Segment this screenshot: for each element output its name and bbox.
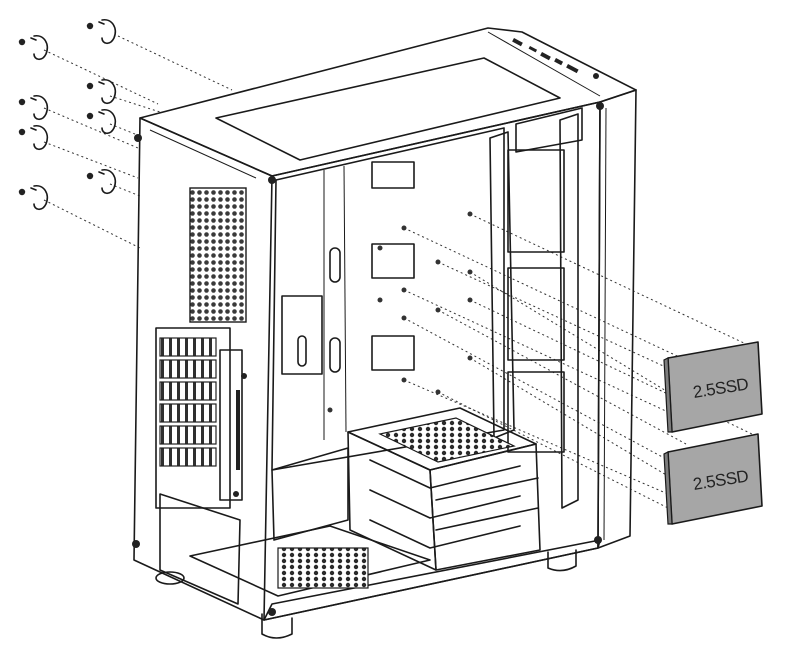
- pc-case-icon: [132, 27, 637, 639]
- ssd-drive-icon: 2.5SSD: [663, 433, 763, 525]
- screw-icon: [18, 34, 49, 61]
- ssd-drive-icon: 2.5SSD: [663, 341, 763, 433]
- top-io-ports: [512, 38, 599, 79]
- screw-icon: [86, 168, 117, 195]
- screw-icon: [18, 184, 49, 211]
- screw-icon: [18, 124, 49, 151]
- screws: [18, 18, 117, 211]
- screw-icon: [86, 108, 117, 135]
- screw-icon: [86, 18, 117, 45]
- screw-guide-lines: [43, 35, 233, 249]
- screw-icon: [18, 94, 49, 121]
- screw-icon: [86, 78, 117, 105]
- expansion-slots: [155, 327, 243, 509]
- drive-cage: [347, 407, 541, 571]
